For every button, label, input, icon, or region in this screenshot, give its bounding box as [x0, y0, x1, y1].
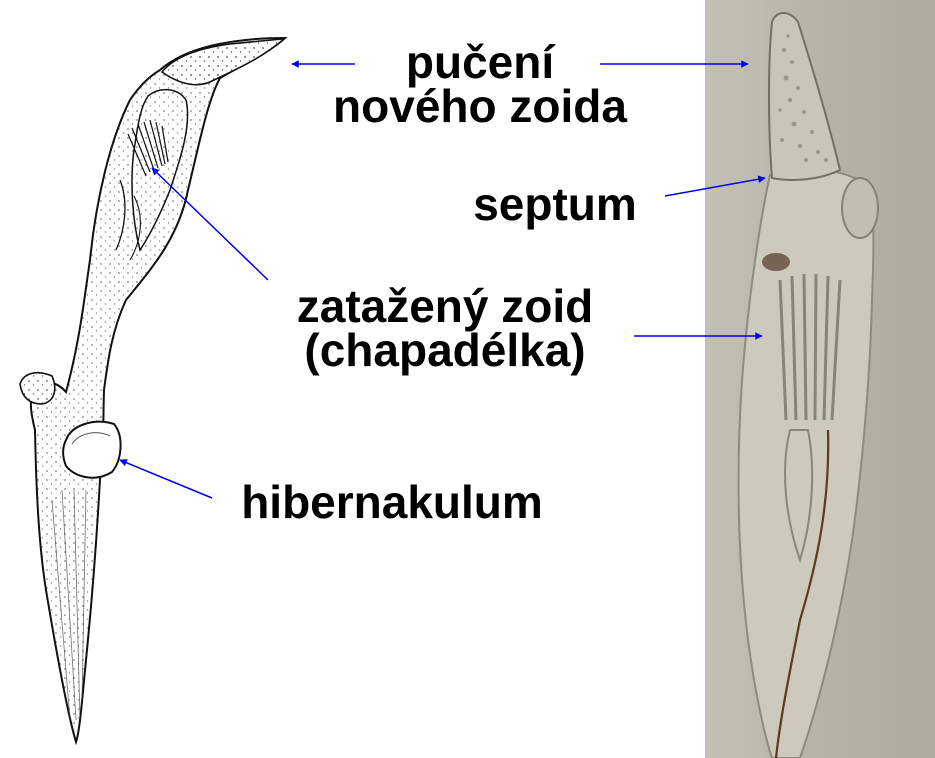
label-budding-line2: nového zoida — [300, 84, 660, 128]
label-zooid-line2: (chapadélka) — [250, 328, 640, 372]
label-budding: pučení nového zoida — [300, 40, 660, 128]
label-septum: septum — [455, 182, 655, 226]
hibernaculum-drawing — [63, 422, 121, 478]
label-budding-line1: pučení — [300, 40, 660, 84]
label-hibernaculum: hibernakulum — [212, 480, 572, 524]
zooid-body-stipple — [31, 38, 285, 742]
label-zooid-line1: zatažený zoid — [250, 284, 640, 328]
zooid-drawing — [20, 38, 285, 742]
arrow-hibernaculum — [120, 460, 212, 498]
label-retracted-zooid: zatažený zoid (chapadélka) — [250, 284, 640, 372]
micrograph-photo — [705, 0, 935, 758]
